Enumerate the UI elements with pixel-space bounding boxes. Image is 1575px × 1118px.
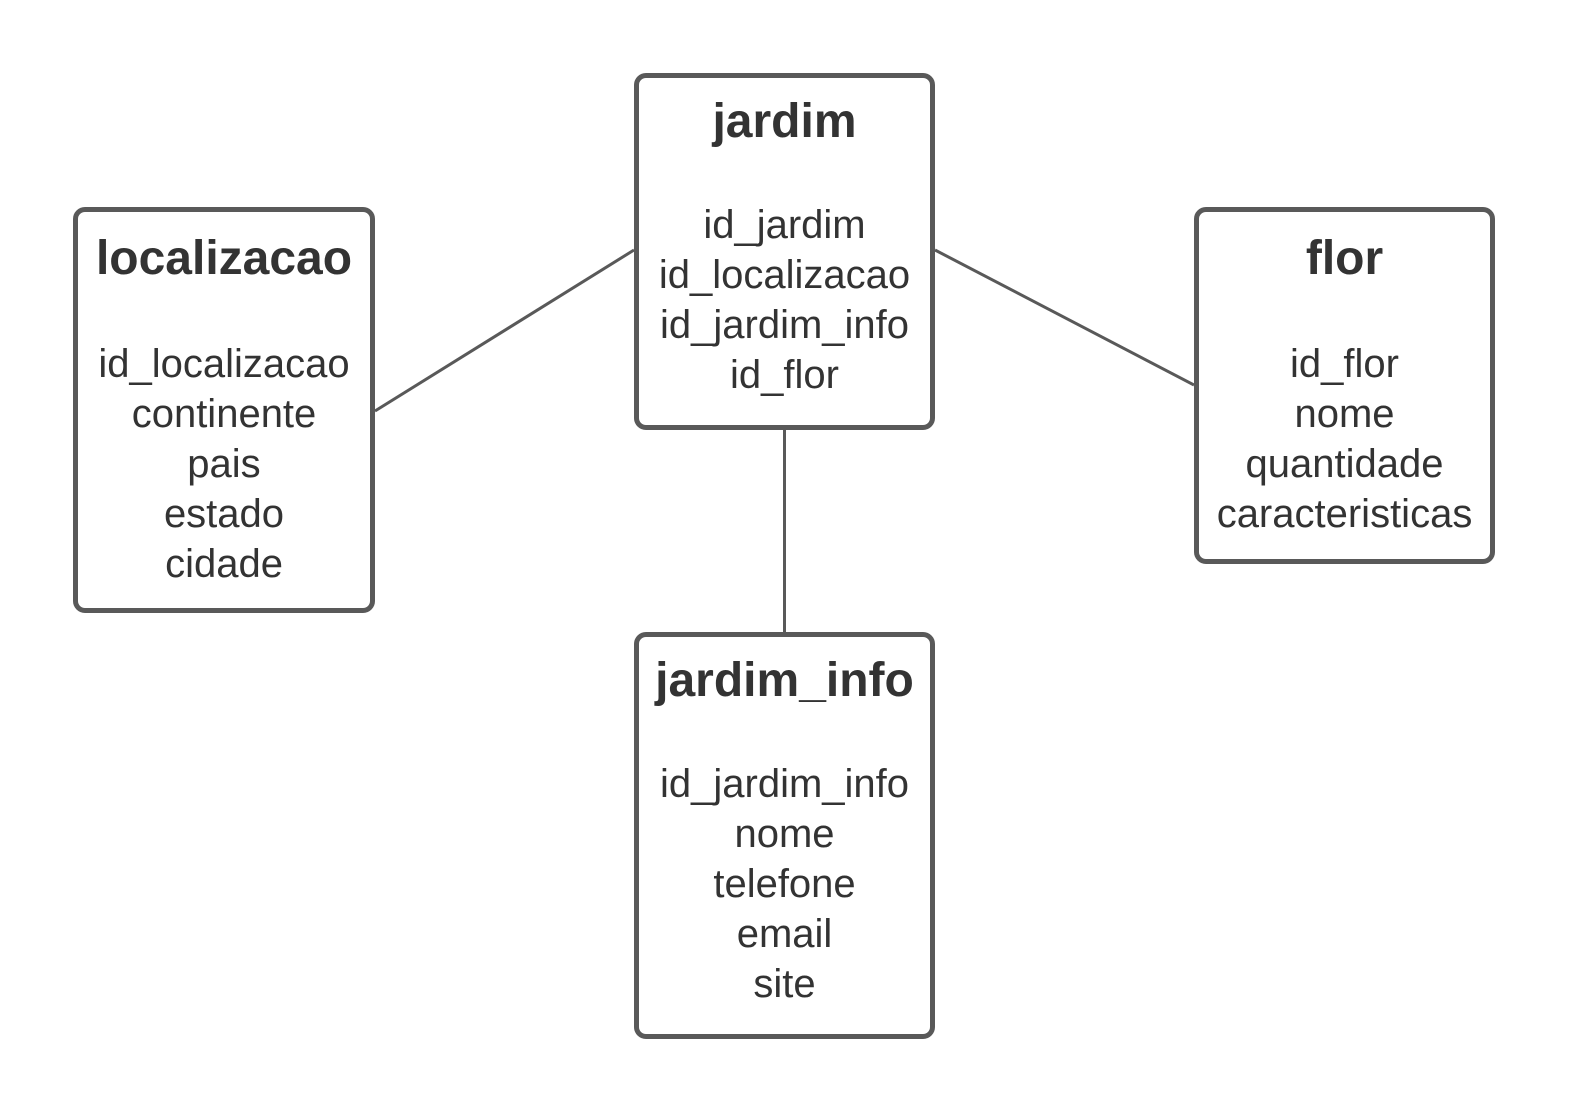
entity-flor[interactable]: flor id_flor nome quantidade caracterist… — [1194, 207, 1495, 564]
entity-field: continente — [131, 392, 317, 436]
connector-jardim-localizacao — [374, 248, 635, 413]
entity-title: flor — [1305, 232, 1384, 285]
entity-field: estado — [163, 492, 285, 536]
entity-field-list: id_jardim_info nome telefone email site — [639, 759, 930, 1009]
connector-jardim-flor — [934, 248, 1195, 387]
entity-field: id_flor — [1290, 342, 1399, 386]
entity-jardim[interactable]: jardim id_jardim id_localizacao id_jardi… — [634, 73, 935, 430]
entity-field: cidade — [165, 542, 283, 586]
entity-field-list: id_flor nome quantidade caracteristicas — [1199, 339, 1490, 539]
entity-field: nome — [1294, 392, 1395, 436]
entity-field: caracteristicas — [1216, 492, 1473, 536]
entity-field: id_localizacao — [658, 253, 911, 297]
entity-field: telefone — [713, 862, 856, 906]
entity-field: id_localizacao — [98, 342, 350, 386]
entity-localizacao[interactable]: localizacao id_localizacao continente pa… — [73, 207, 375, 613]
entity-field: id_jardim — [703, 203, 866, 247]
entity-title: jardim — [712, 95, 857, 148]
entity-jardim-info[interactable]: jardim_info id_jardim_info nome telefone… — [634, 632, 935, 1039]
entity-field-list: id_jardim id_localizacao id_jardim_info … — [639, 200, 930, 400]
entity-title: localizacao — [95, 232, 353, 285]
entity-field: id_flor — [730, 353, 839, 397]
entity-field: id_jardim_info — [659, 762, 910, 806]
entity-field: quantidade — [1245, 442, 1444, 486]
entity-field: id_jardim_info — [659, 303, 910, 347]
entity-field: pais — [187, 442, 261, 486]
entity-field: nome — [734, 812, 835, 856]
entity-field: email — [736, 912, 833, 956]
entity-field-list: id_localizacao continente pais estado ci… — [78, 339, 370, 589]
entity-field: site — [753, 962, 816, 1006]
entity-title: jardim_info — [655, 654, 914, 707]
